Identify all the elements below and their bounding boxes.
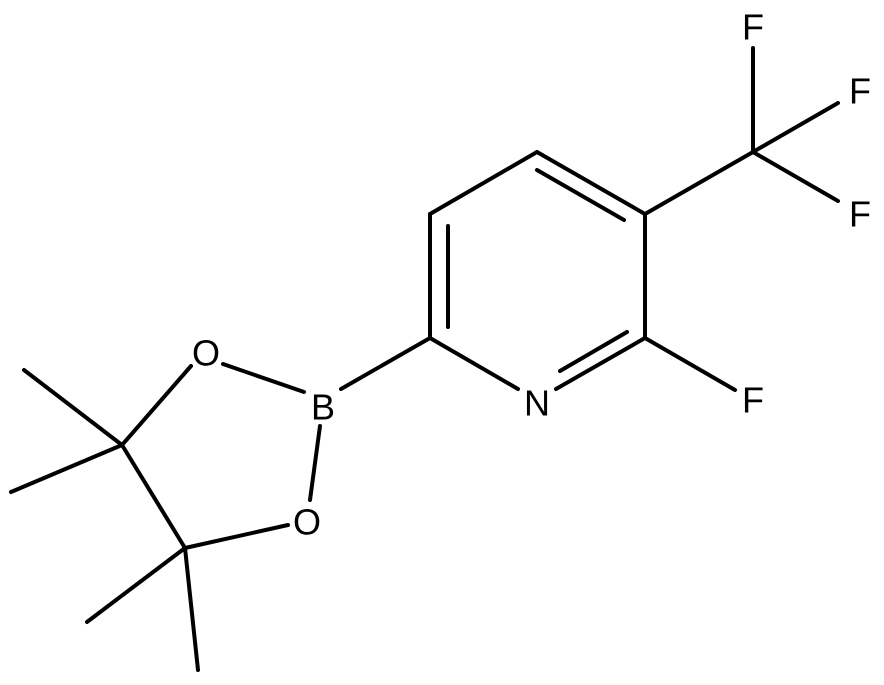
atom-boron: B [311,387,335,428]
bond-methyl-1 [22,368,124,447]
atom-f-ring: F [742,380,764,421]
bond-o-lower-c [183,523,290,550]
bond-c3-c4 [535,150,647,216]
bond-b-o-lower [308,424,322,502]
atom-n-ring: N [524,383,550,424]
bond-c2-f [643,336,737,392]
atom-f-right-lower: F [849,194,871,235]
bond-c3-c4-inner [535,168,626,222]
bond-c4-c5 [428,150,539,216]
bond-methyl-4 [183,546,200,672]
bond-b-o-upper [221,362,306,394]
bond-o-upper-c [120,364,193,447]
bond-c6-b [339,336,432,391]
bond-c-c [120,443,187,550]
bond-c3-cf3 [643,150,755,216]
atom-o-lower: O [293,502,321,543]
bond-cf3-f-right-lower [751,150,840,203]
bond-n-c2 [554,336,647,391]
bond-methyl-3 [85,546,187,624]
bond-n-c2-inner [558,330,629,373]
atom-f-right-upper: F [849,71,871,112]
atom-f-top: F [742,7,764,48]
bond-cf3-f-right-upper [751,101,840,154]
atom-o-upper: O [192,333,220,374]
bond-c6-n [428,336,520,391]
bond-methyl-2 [9,443,124,494]
